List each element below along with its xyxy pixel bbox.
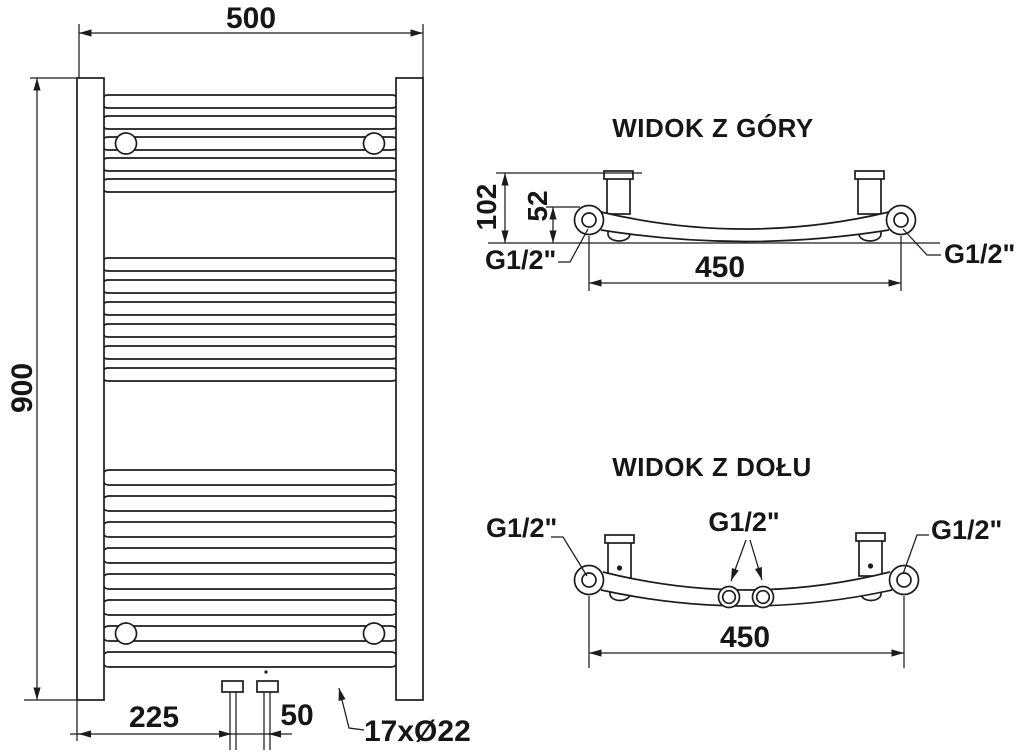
wall-bracket-right <box>858 539 883 577</box>
thread-labels-bottom-view: G1/2" G1/2" G1/2" <box>486 507 1002 582</box>
curved-tube-fill <box>601 212 889 242</box>
leader-line <box>902 228 941 256</box>
thread-label-left: G1/2" <box>486 513 557 543</box>
wall-bracket-left <box>606 177 631 215</box>
front-view: 500 900 <box>6 2 471 750</box>
center-port-left-bore <box>721 589 737 605</box>
rung-tube <box>100 178 400 193</box>
tube-count-annotation: 17xØ22 <box>338 687 471 748</box>
wall-bracket-right <box>857 177 882 215</box>
rung-tube <box>100 323 400 338</box>
bracket-bottom-right <box>362 622 386 645</box>
connection-port-left <box>581 572 597 588</box>
rung-tubes <box>100 94 400 668</box>
rung-tube <box>100 115 400 130</box>
dim-connection-spacing-label: 450 <box>720 621 770 654</box>
curved-tube-top-edge <box>600 211 890 230</box>
depth-axis-dimension: 52 <box>522 190 580 243</box>
rung-tube <box>100 573 400 590</box>
dim-connection-left-label: 225 <box>129 701 179 734</box>
leader-line <box>338 687 365 731</box>
bracket-top-left <box>114 132 138 155</box>
thread-labels-top-view: G1/2" G1/2" <box>485 228 1015 275</box>
left-collector-tube <box>76 77 105 701</box>
curved-tube-top-edge <box>602 571 891 591</box>
thread-label-right: G1/2" <box>944 239 1015 269</box>
wall-bracket-left <box>607 541 632 579</box>
radiator-front <box>76 77 424 750</box>
front-bottom-dimensions: 225 50 <box>70 699 314 741</box>
dim-depth-total-label: 102 <box>471 184 502 231</box>
wall-bracket-left-cap <box>604 534 635 544</box>
rung-tube <box>100 469 400 486</box>
rung-tube <box>100 257 400 272</box>
tube-annotation-label: 17xØ22 <box>364 715 471 748</box>
bottom-view: WIDOK Z DOŁU 450 <box>486 452 1002 668</box>
rung-tube <box>100 495 400 512</box>
connection-port-right <box>896 572 912 588</box>
wall-bracket-right-cap <box>855 532 886 542</box>
leader-line <box>551 536 588 577</box>
rung-tube <box>100 521 400 538</box>
thread-label-center: G1/2" <box>708 507 779 537</box>
connection-stub-right <box>256 680 279 693</box>
dim-connection-spacing-label: 50 <box>280 699 313 732</box>
curved-tube-bottom-edge <box>600 229 890 243</box>
wall-bracket-left-cap <box>603 170 634 180</box>
rung-tube <box>100 625 400 642</box>
dim-depth-axis-label: 52 <box>522 190 553 221</box>
thread-label-right: G1/2" <box>931 515 1002 545</box>
leader-line <box>730 539 747 582</box>
center-port-right-bore <box>755 589 771 605</box>
bracket-top-right <box>362 132 386 155</box>
rung-tube <box>100 547 400 564</box>
thread-label-left: G1/2" <box>485 245 556 275</box>
bottom-view-title: WIDOK Z DOŁU <box>612 452 812 482</box>
leader-line <box>749 539 763 581</box>
dim-width-label: 500 <box>226 2 276 35</box>
rung-tube <box>100 651 400 668</box>
curved-tube-fill <box>601 572 892 606</box>
front-height-dimension: 900 <box>6 77 79 701</box>
rung-tube <box>100 345 400 360</box>
bracket-screw-left <box>616 565 623 571</box>
rung-tube <box>100 599 400 616</box>
rung-tube <box>100 157 400 172</box>
connection-port-right <box>893 212 909 228</box>
depth-total-dimension: 102 <box>471 172 642 243</box>
center-mark <box>264 670 268 674</box>
connection-port-left <box>581 212 597 228</box>
front-width-dimension: 500 <box>78 2 424 78</box>
rung-tube <box>100 94 400 109</box>
bracket-bottom-left <box>114 622 138 645</box>
top-view-title: WIDOK Z GÓRY <box>612 113 813 143</box>
leader-line <box>558 228 589 263</box>
rung-tube <box>100 301 400 316</box>
rung-tube <box>100 279 400 294</box>
wall-bracket-right-cap <box>854 170 885 180</box>
dim-height-label: 900 <box>6 363 39 413</box>
top-connection-spacing-dimension: 450 <box>588 236 902 291</box>
rung-tube <box>100 367 400 382</box>
rung-tube <box>100 136 400 151</box>
top-view: WIDOK Z GÓRY 102 52 <box>471 113 1015 291</box>
bottom-connection-spacing-dimension: 450 <box>588 596 905 668</box>
bracket-screw-right <box>867 563 874 569</box>
dim-connection-spacing-label: 450 <box>695 251 745 284</box>
leader-line <box>902 534 929 575</box>
curved-tube-bottom-edge <box>600 589 893 607</box>
right-collector-tube <box>395 77 424 701</box>
connection-stub-left <box>221 680 244 693</box>
